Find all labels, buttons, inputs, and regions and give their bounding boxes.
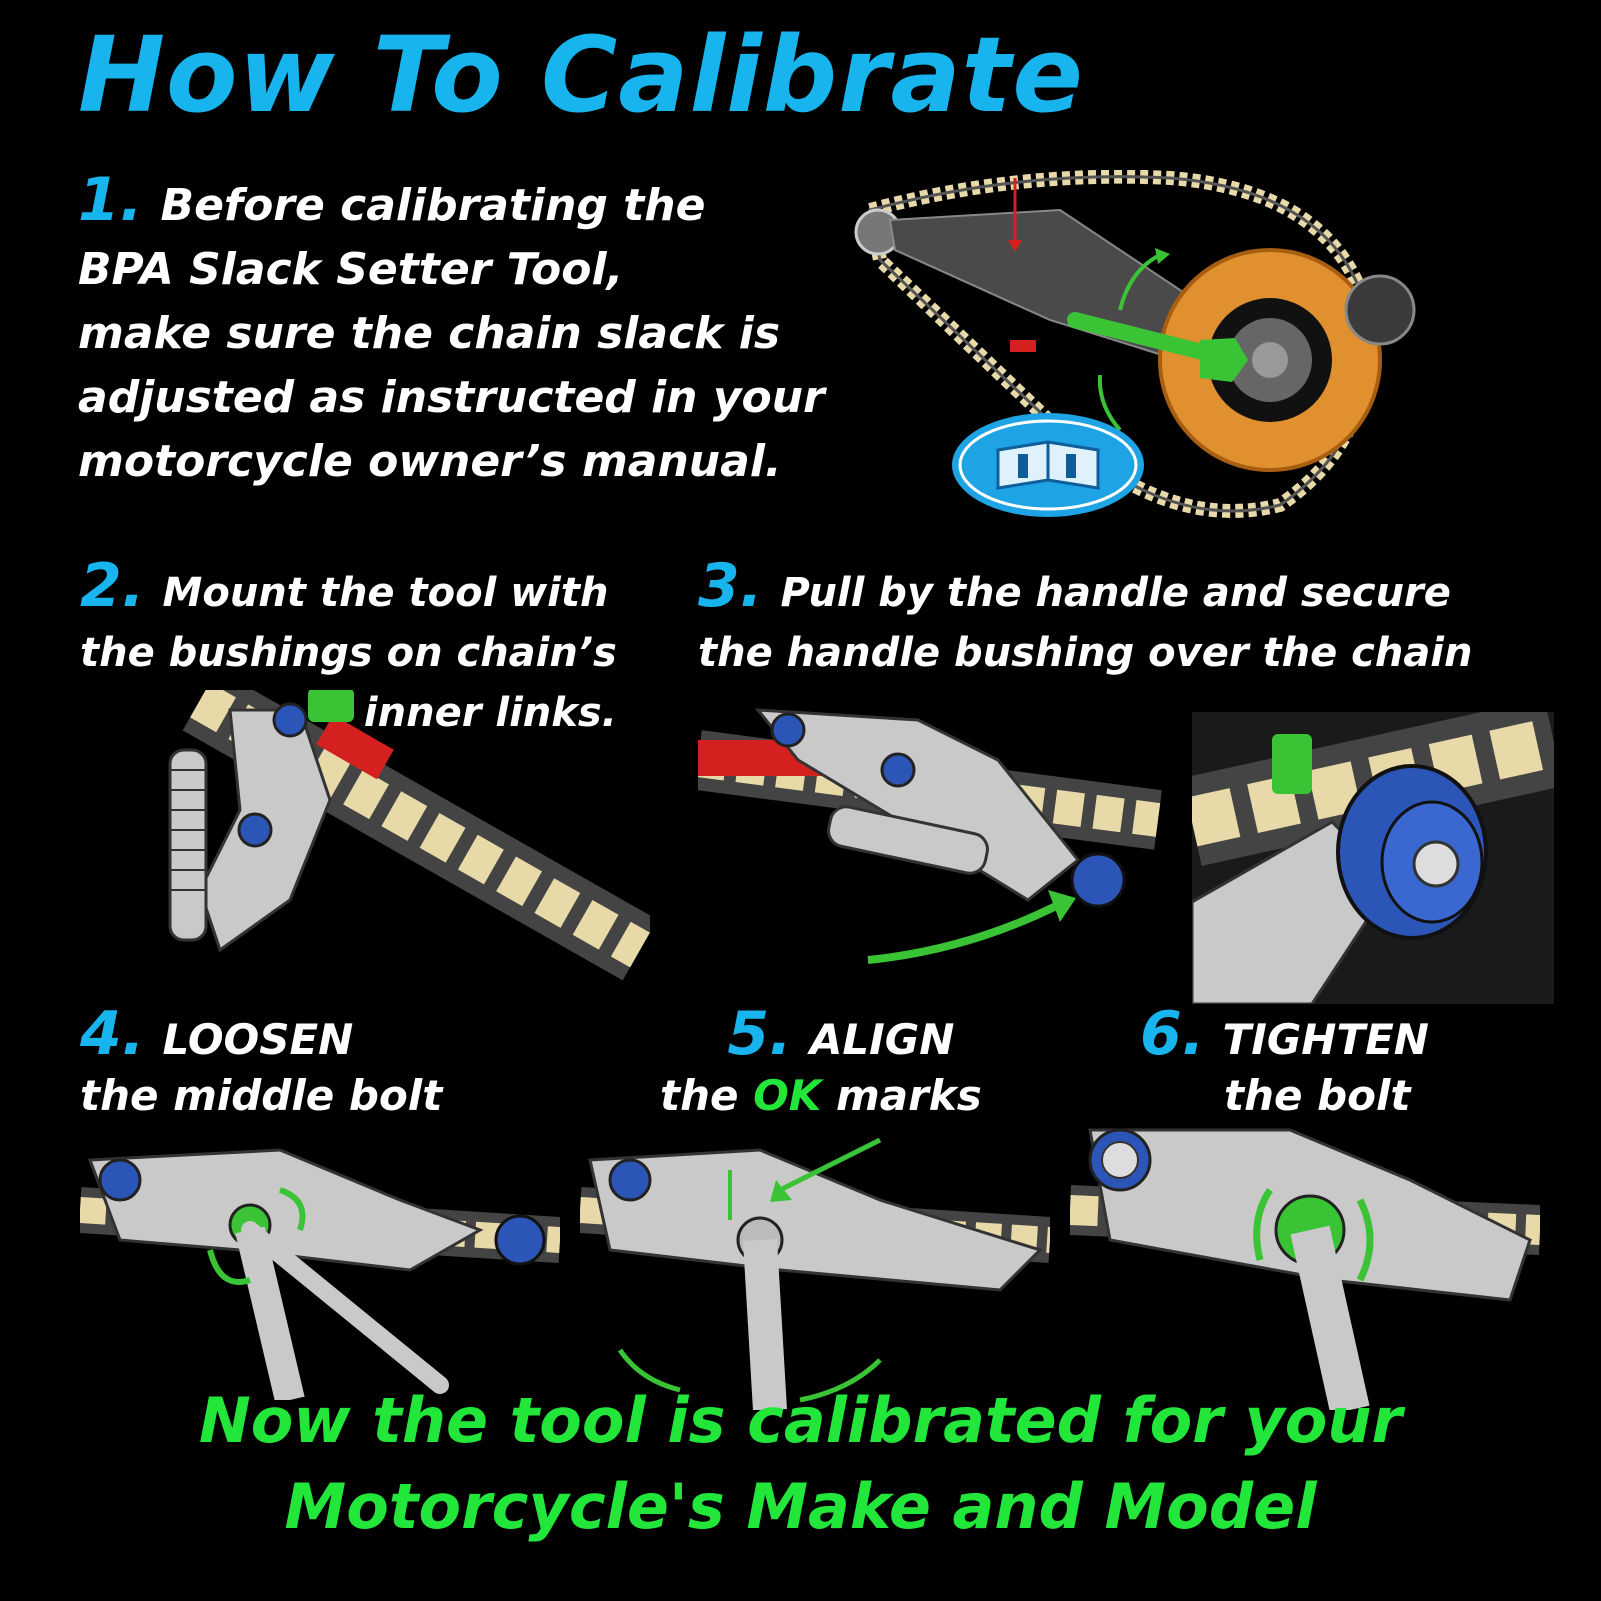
calibrated-message-line-2: Motorcycle's Make and Model: [284, 1470, 1317, 1543]
step-1-line-3: make sure the chain slack is: [78, 308, 781, 359]
step-6-verb: TIGHTEN: [1222, 1015, 1429, 1064]
step-5: 5.ALIGN the OK marks: [660, 1004, 982, 1124]
step-4-number: 4.: [80, 999, 145, 1069]
step-4-rest: the middle bolt: [80, 1071, 443, 1120]
step-3-line-2: the handle bushing over the chain: [698, 630, 1473, 676]
step-5-ok-label: OK: [753, 1071, 822, 1120]
tool-pull-illustration: [698, 708, 1162, 964]
step-3: 3.Pull by the handle and secure the hand…: [698, 556, 1473, 683]
step-2-line-3: inner links.: [363, 690, 617, 736]
step-5-rest-post: marks: [821, 1071, 982, 1120]
step-5-number: 5.: [727, 999, 792, 1069]
step-4: 4.LOOSEN the middle bolt: [80, 1004, 443, 1124]
calibrated-message: Now the tool is calibrated for your Moto…: [0, 1378, 1601, 1550]
step-6: 6.TIGHTEN the bolt: [1140, 1004, 1429, 1124]
step-2-number: 2.: [80, 551, 145, 621]
step-1-line-5: motorcycle owner’s manual.: [78, 436, 782, 487]
step-3-line-1: Pull by the handle and secure: [780, 570, 1451, 616]
tighten-bolt-illustration: [1070, 1128, 1540, 1410]
step-1-line-4: adjusted as instructed in your: [78, 372, 825, 423]
bushing-closeup-illustration: [1192, 712, 1554, 1004]
step-1-number: 1.: [78, 165, 143, 235]
step-2-line-2: the bushings on chain’s: [80, 630, 617, 676]
step-1-line-1: Before calibrating the: [160, 180, 706, 231]
calibrated-message-line-1: Now the tool is calibrated for your: [198, 1384, 1403, 1457]
step-1-line-2: BPA Slack Setter Tool,: [78, 244, 624, 295]
loosen-bolt-illustration: [80, 1148, 560, 1400]
step-1: 1. Before calibrating the BPA Slack Sette…: [78, 168, 825, 494]
step-5-verb: ALIGN: [809, 1015, 955, 1064]
step-3-number: 3.: [698, 551, 763, 621]
step-2-line-1: Mount the tool with: [162, 570, 609, 616]
step-2: 2.Mount the tool with the bushings on ch…: [80, 556, 617, 743]
page-title: How To Calibrate: [78, 14, 1084, 136]
owner-manual-info-icon: [952, 413, 1144, 517]
step-6-rest: the bolt: [1224, 1071, 1411, 1120]
sprocket-chain-illustration: [854, 170, 1416, 518]
align-marks-illustration: [580, 1137, 1050, 1410]
step-6-number: 6.: [1140, 999, 1205, 1069]
step-4-verb: LOOSEN: [162, 1015, 354, 1064]
tool-mount-illustration: [168, 690, 650, 981]
step-5-rest-pre: the: [660, 1071, 754, 1120]
